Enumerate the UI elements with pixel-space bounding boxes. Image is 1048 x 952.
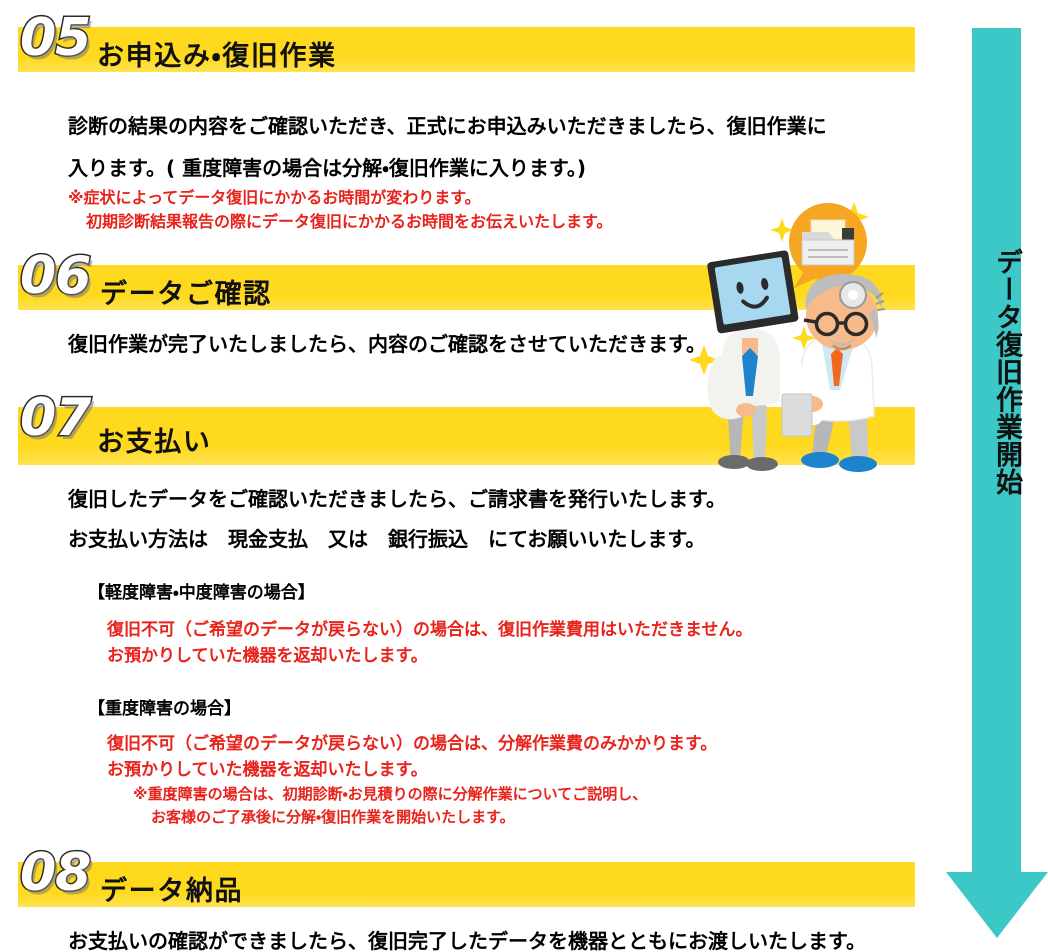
monitor-head-character — [707, 250, 799, 471]
step-07-case-1-note-1: 復旧不可（ご希望のデータが戻らない）の場合は、復旧作業費用はいただきません。 — [107, 620, 753, 640]
step-bar-05 — [18, 27, 915, 72]
step-05-body-line-1: 診断の結果の内容をご確認いただき、正式にお申込みいただきましたら、復旧作業に — [68, 114, 827, 138]
illustration-monitor-and-doctor — [690, 202, 886, 472]
step-title-05: お申込み・復旧作業 — [97, 41, 337, 72]
step-05-body-line-2: 入ります。( 重度障害の場合は分解・復旧作業に入ります。) — [68, 156, 587, 180]
step-07-body-line-1: 復旧したデータをご確認いただきましたら、ご請求書を発行いたします。 — [68, 487, 726, 511]
step-number-05: 05 — [18, 8, 92, 68]
step-07-case-2-subnote-2: お客様のご了承後に分解・復旧作業を開始いたします。 — [151, 808, 515, 826]
step-number-08: 08 — [18, 843, 92, 903]
step-05-red-note-1: ※症状によってデータ復旧にかかるお時間が変わります。 — [68, 188, 481, 207]
step-title-08: データ納品 — [100, 876, 244, 907]
step-title-07: お支払い — [97, 427, 212, 458]
step-07-case-1-label: 【軽度障害・中度障害の場合】 — [88, 583, 315, 603]
step-07-case-2-label: 【重度障害の場合】 — [88, 699, 241, 719]
step-07-case-2-note-2: お預かりしていた機器を返却いたします。 — [107, 760, 428, 780]
step-07-case-2-subnote-1: ※重度障害の場合は、初期診断・お見積りの際に分解作業についてご説明し、 — [133, 785, 648, 803]
step-bar-08 — [18, 862, 915, 907]
step-06-body-line-1: 復旧作業が完了いたしましたら、内容のご確認をさせていただきます。 — [68, 332, 706, 356]
step-number-06: 06 — [18, 246, 92, 306]
side-banner-arrow-icon — [946, 872, 1048, 938]
speech-bubble-folder-icon — [789, 203, 867, 288]
step-08-body-line-1: お支払いの確認ができましたら、復旧完了したデータを機器とともにお渡しいたします。 — [68, 929, 866, 952]
step-05-red-note-2: 初期診断結果報告の際にデータ復旧にかかるお時間をお伝えいたします。 — [86, 212, 613, 231]
step-07-case-2-note-1: 復旧不可（ご希望のデータが戻らない）の場合は、分解作業費のみかかります。 — [107, 734, 718, 754]
step-07-body-line-2: お支払い方法は 現金支払 又は 銀行振込 にてお願いいたします。 — [68, 527, 706, 551]
step-07-case-1-note-2: お預かりしていた機器を返却いたします。 — [107, 646, 428, 666]
side-banner-label: データ復旧作業開始 — [991, 248, 1022, 496]
step-title-06: データご確認 — [100, 279, 272, 310]
side-banner-bar — [972, 28, 1021, 873]
step-number-07: 07 — [18, 388, 92, 448]
doctor-character — [781, 274, 886, 472]
